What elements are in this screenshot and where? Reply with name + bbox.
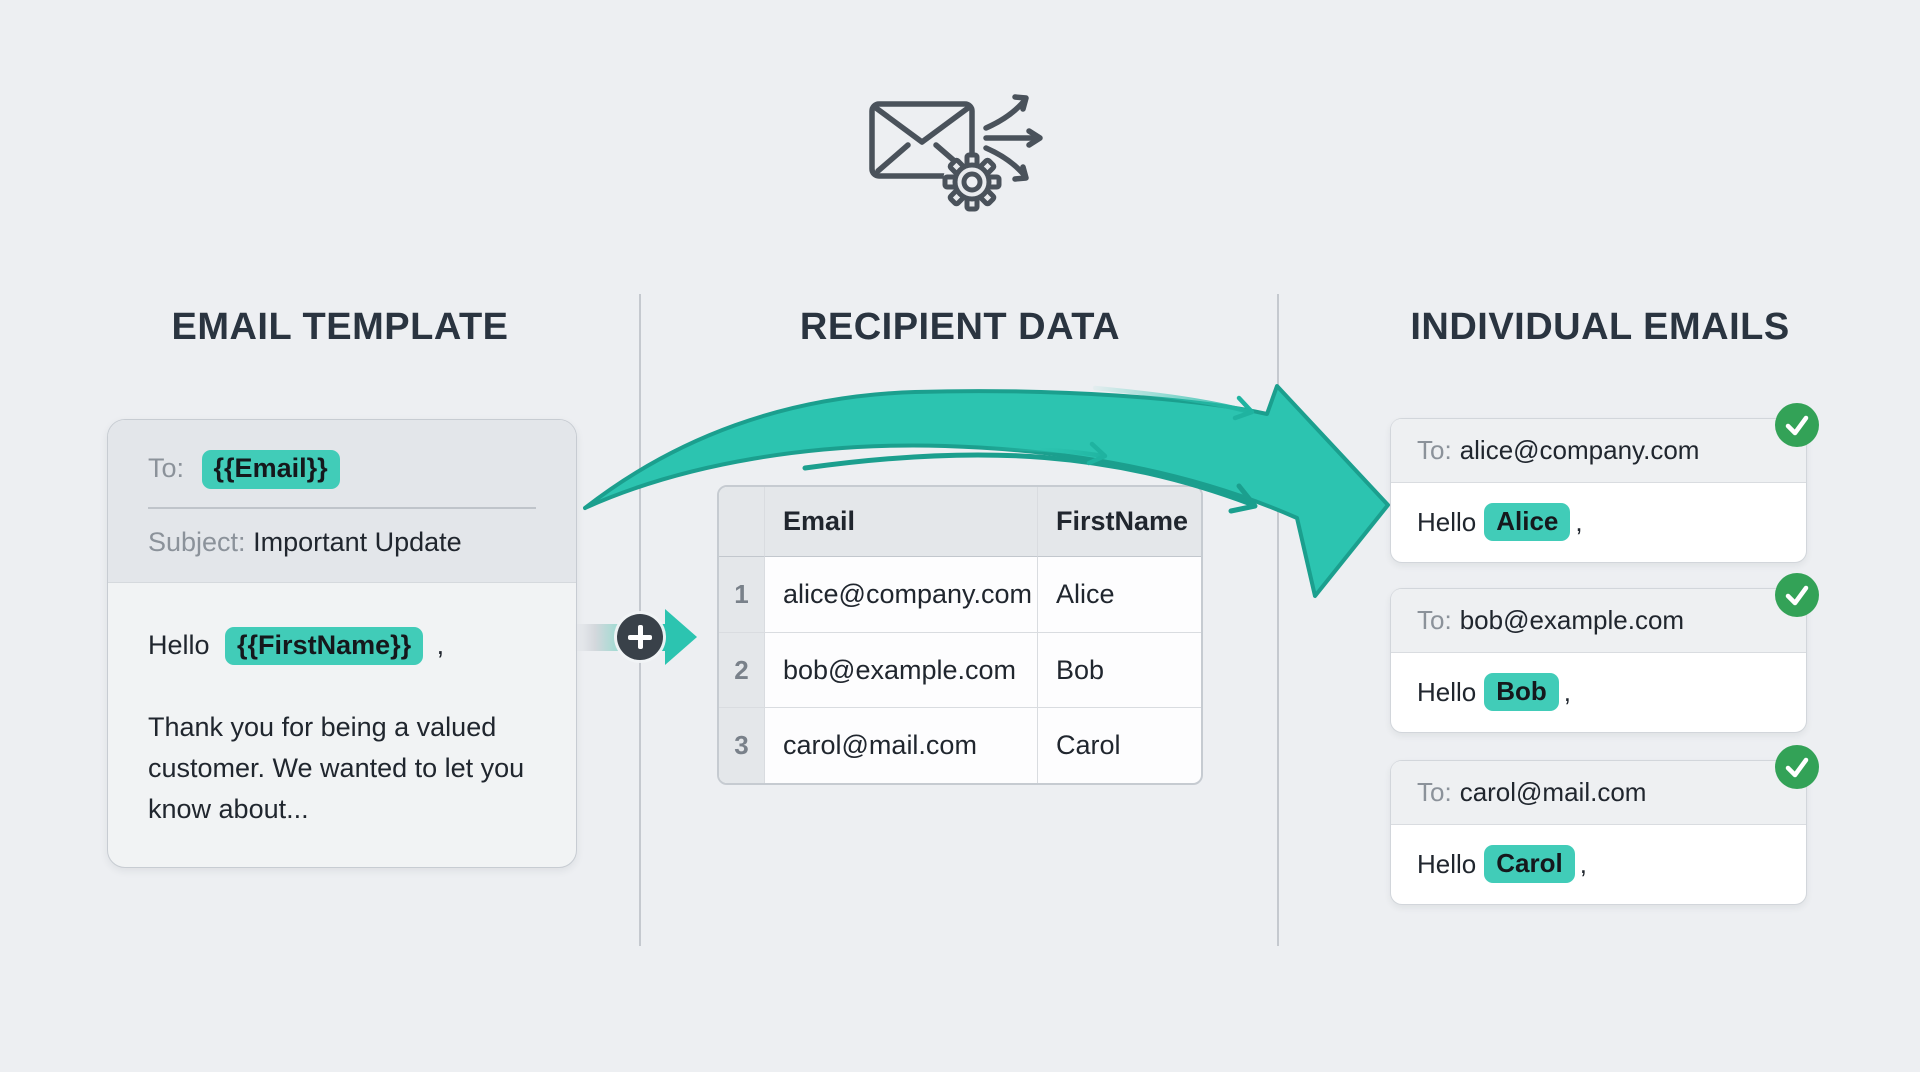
email-template-card: To: {{Email}} Subject: Important Update …	[107, 419, 577, 868]
gear-icon	[942, 152, 1002, 212]
cell-firstname: Carol	[1056, 730, 1121, 760]
email-card-greeting: Hello Alice ,	[1391, 483, 1806, 561]
plus-icon	[617, 614, 663, 660]
merged-name-chip: Bob	[1484, 673, 1559, 711]
greeting-prefix: Hello	[1417, 676, 1477, 707]
email-variable-chip: {{Email}}	[201, 450, 340, 489]
subject-label: Subject:	[148, 526, 246, 557]
connector-arrowhead-icon	[665, 609, 697, 665]
cell-email: bob@example.com	[765, 633, 1038, 708]
envelope-icon	[869, 101, 975, 179]
greeting-prefix: Hello	[148, 629, 210, 660]
email-card-to-row: To: carol@mail.com	[1391, 761, 1806, 825]
to-value: bob@example.com	[1459, 605, 1685, 635]
merge-connector	[575, 600, 715, 674]
to-label: To:	[1417, 777, 1452, 807]
column-title-recipient-data: RECIPIENT DATA	[799, 306, 1121, 348]
check-icon	[1775, 745, 1819, 789]
table-header-firstname: FirstName	[1038, 487, 1201, 557]
row-number: 3	[719, 708, 765, 783]
template-body-text: Thank you for being a valued customer. W…	[148, 712, 525, 825]
email-card-greeting: Hello Bob ,	[1391, 653, 1806, 731]
row-number: 2	[719, 633, 765, 708]
template-to-row: To: {{Email}}	[148, 450, 536, 489]
subject-value: Important Update	[253, 526, 462, 557]
to-value: carol@mail.com	[1459, 777, 1647, 807]
small-flow-arrow-middle	[977, 441, 1108, 466]
template-greeting: Hello {{FirstName}} ,	[148, 626, 536, 666]
table-corner-cell	[719, 487, 765, 557]
individual-email-card: To: carol@mail.com Hello Carol ,	[1390, 745, 1819, 905]
email-card-to-row: To: bob@example.com	[1391, 589, 1806, 653]
template-card-header: To: {{Email}} Subject: Important Update	[108, 420, 576, 583]
check-icon	[1775, 403, 1819, 447]
small-flow-arrow-top	[1092, 385, 1255, 421]
cell-email: alice@company.com	[765, 557, 1038, 633]
cell-firstname: Bob	[1038, 633, 1201, 708]
email-card-greeting: Hello Carol ,	[1391, 825, 1806, 903]
cell-email: carol@mail.com	[765, 708, 1038, 783]
individual-email-card: To: bob@example.com Hello Bob ,	[1390, 573, 1819, 733]
greeting-prefix: Hello	[1417, 506, 1477, 537]
greeting-suffix: ,	[436, 629, 445, 660]
to-value: alice@company.com	[1459, 435, 1700, 465]
greeting-suffix: ,	[1563, 676, 1572, 707]
template-card-body: Hello {{FirstName}} , Thank you for bein…	[108, 583, 576, 831]
firstname-variable-chip: {{FirstName}}	[225, 626, 424, 666]
merged-name-chip: Alice	[1484, 503, 1571, 541]
cell-firstname: Alice	[1038, 557, 1201, 633]
individual-email-card: To: alice@company.com Hello Alice ,	[1390, 403, 1819, 563]
to-label: To:	[148, 453, 185, 483]
check-icon	[1775, 573, 1819, 617]
recipient-data-table: Email FirstName 1 alice@company.com Alic…	[717, 485, 1203, 785]
table-header-email: Email	[765, 487, 1038, 557]
to-label: To:	[1417, 435, 1452, 465]
template-header-divider	[148, 506, 536, 509]
email-card-to-row: To: alice@company.com	[1391, 419, 1806, 483]
row-number: 1	[719, 557, 765, 633]
column-title-individual-emails: INDIVIDUAL EMAILS	[1410, 306, 1790, 348]
greeting-suffix: ,	[1579, 848, 1587, 879]
merged-name-chip: Carol	[1484, 845, 1575, 883]
greeting-suffix: ,	[1575, 506, 1583, 537]
template-subject-row: Subject: Important Update	[148, 527, 536, 558]
column-title-email-template: EMAIL TEMPLATE	[171, 306, 509, 348]
mail-merge-icon	[869, 94, 1043, 212]
column-divider-right	[1277, 294, 1279, 946]
greeting-prefix: Hello	[1417, 848, 1477, 879]
to-label: To:	[1417, 605, 1452, 635]
